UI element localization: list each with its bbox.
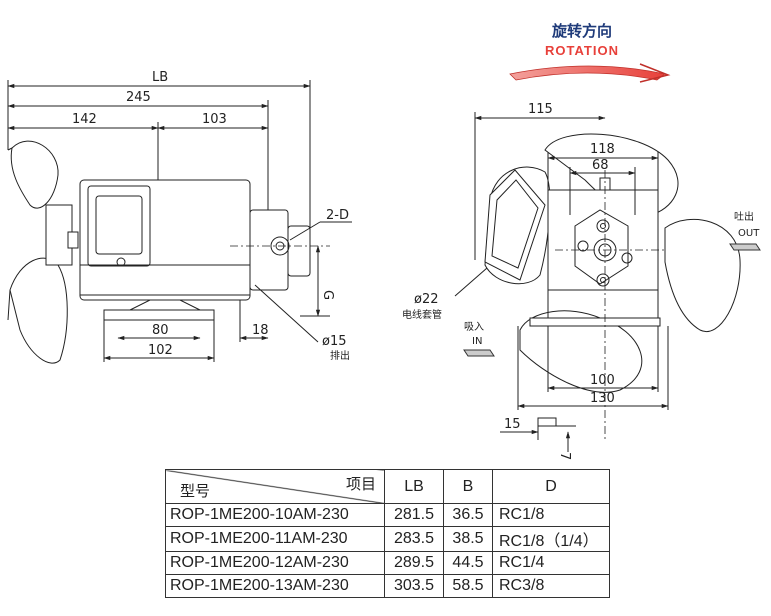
front-view: [454, 112, 761, 452]
header-model: 型号: [180, 483, 211, 500]
rotation-label-en: ROTATION: [545, 43, 619, 58]
in-label-en: IN: [472, 336, 482, 347]
dim-lb: LB: [152, 70, 168, 85]
dim-245: 245: [126, 90, 151, 105]
table-row: ROP-1ME200-11AM-230 283.5 38.5 RC1/8（1/4…: [165, 526, 610, 552]
header-b: B: [443, 469, 493, 504]
side-view: [7, 80, 352, 364]
cell-lb: 281.5: [384, 503, 444, 527]
fan-blade-bottom: [9, 257, 68, 364]
cell-d: RC3/8: [492, 574, 610, 598]
dim-80: 80: [152, 323, 169, 338]
cell-model: ROP-1ME200-10AM-230: [165, 503, 385, 527]
dim-103: 103: [202, 112, 227, 127]
cell-lb: 283.5: [384, 526, 444, 552]
dim-g: G: [320, 290, 335, 300]
header-d: D: [492, 469, 610, 504]
cell-model: ROP-1ME200-12AM-230: [165, 551, 385, 575]
pump-flange: [574, 209, 629, 285]
fan-blade-3: [519, 310, 643, 393]
pump-head: [249, 209, 289, 291]
dim-18: 18: [252, 323, 269, 338]
rotation-label-cn: 旋转方向: [551, 22, 612, 40]
dim-7: 7: [557, 452, 572, 460]
in-label-cn: 吸入: [464, 322, 484, 333]
dim-2-d: 2-D: [326, 208, 349, 223]
table-header-row: 项目 型号 LB B D: [165, 469, 610, 504]
base-plate: [103, 309, 215, 321]
cell-b: 58.5: [443, 574, 493, 598]
conduit-label: 电线套管: [402, 308, 442, 321]
out-label-en: OUT: [738, 228, 760, 239]
header-lb: LB: [384, 469, 444, 504]
in-arrow-icon: [463, 349, 495, 357]
dim-100: 100: [590, 373, 615, 388]
dim-68: 68: [592, 158, 609, 173]
cell-lb: 289.5: [384, 551, 444, 575]
header-item: 项目: [345, 476, 376, 493]
cell-d: RC1/8（1/4）: [492, 526, 610, 552]
rotation-arrow-icon: [509, 65, 666, 81]
front-view-labels: 115 118 68 100 130 15 7 ø22 电线套管 吸入 IN 吐…: [402, 102, 760, 460]
dim-118: 118: [590, 142, 615, 157]
cell-b: 44.5: [443, 551, 493, 575]
header-model-item: 项目 型号: [165, 469, 385, 504]
dim-130: 130: [590, 391, 615, 406]
table-row: ROP-1ME200-13AM-230 303.5 58.5 RC3/8: [165, 574, 610, 598]
front-base: [529, 317, 661, 327]
cell-b: 36.5: [443, 503, 493, 527]
cell-d: RC1/4: [492, 551, 610, 575]
cell-model: ROP-1ME200-13AM-230: [165, 574, 385, 598]
spec-table: 项目 型号 LB B D ROP-1ME200-10AM-230 281.5 3…: [165, 469, 610, 598]
dim-115: 115: [528, 102, 553, 117]
out-label-cn: 吐出: [734, 210, 754, 223]
out-arrow-icon: [729, 243, 761, 251]
dim-102: 102: [148, 343, 173, 358]
dim-142: 142: [72, 112, 97, 127]
dim-15: 15: [504, 417, 521, 432]
dim-drain: ø15: [322, 334, 347, 349]
fan-blade-top: [10, 140, 59, 209]
cell-lb: 303.5: [384, 574, 444, 598]
cell-d: RC1/8: [492, 503, 610, 527]
side-view-labels: LB 245 142 103 80 102 18 2-D G ø15 排出: [72, 70, 350, 362]
drain-label: 排出: [330, 349, 350, 362]
cell-b: 38.5: [443, 526, 493, 552]
dim-conduit: ø22: [414, 292, 439, 307]
cell-model: ROP-1ME200-11AM-230: [165, 526, 385, 552]
fan-blade-2: [664, 219, 741, 333]
rotation-indicator: 旋转方向 ROTATION: [509, 22, 671, 83]
table-row: ROP-1ME200-12AM-230 289.5 44.5 RC1/4: [165, 551, 610, 575]
table-row: ROP-1ME200-10AM-230 281.5 36.5 RC1/8: [165, 503, 610, 527]
